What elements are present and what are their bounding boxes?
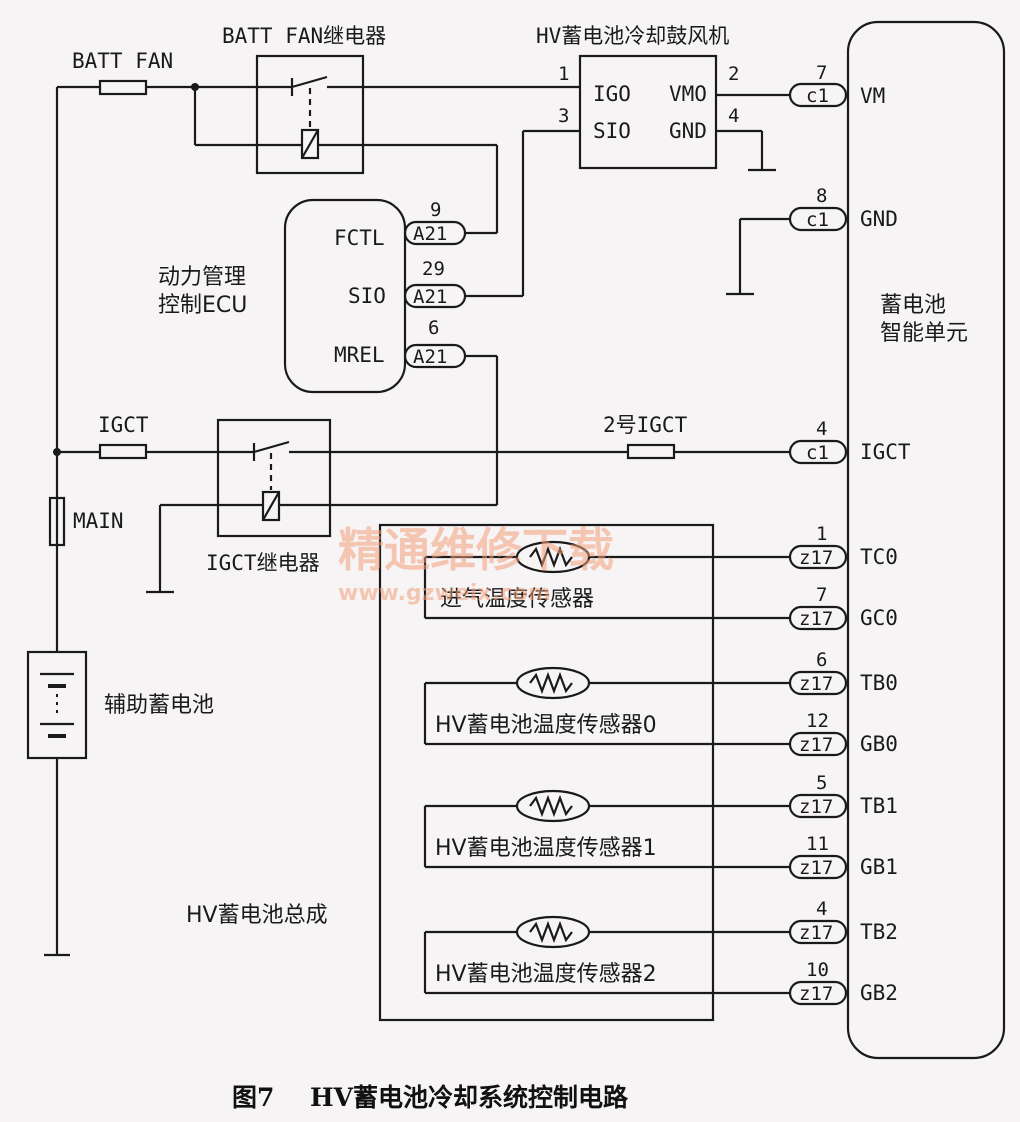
- ecu-sio-label: SIO: [348, 284, 386, 308]
- hv-battery-assembly-label: HV蓄电池总成: [186, 903, 328, 928]
- svg-text:TC0: TC0: [860, 545, 898, 569]
- bsu-terminal-gb2: 10 z17 GB2: [788, 959, 898, 1006]
- blower-pin-sio: 3: [558, 105, 569, 127]
- main-fuse-label: MAIN: [73, 509, 124, 533]
- svg-text:GND: GND: [860, 207, 898, 231]
- svg-text:IGCT: IGCT: [860, 440, 911, 464]
- battery-temp-sensor-0: HV蓄电池温度传感器0: [423, 666, 790, 746]
- batt-fan-fuse-symbol: [98, 79, 148, 96]
- watermark-url: www.gzweix.com: [338, 581, 551, 606]
- ecu-title-2: 控制ECU: [158, 293, 247, 318]
- battery-temp-sensor-1: HV蓄电池温度传感器1: [423, 789, 790, 869]
- sensor-2-label: HV蓄电池温度传感器2: [435, 962, 657, 987]
- svg-text:4: 4: [816, 898, 827, 920]
- bsu-terminal-tb2: 4 z17 TB2: [788, 898, 898, 945]
- ecu-pin-fctl: 9: [430, 199, 441, 221]
- batt-fan-relay-label: BATT FAN继电器: [222, 24, 386, 48]
- svg-text:TB2: TB2: [860, 920, 898, 944]
- svg-text:A21: A21: [413, 346, 447, 368]
- blower-igo-label: IGO: [593, 82, 631, 106]
- svg-text:12: 12: [806, 710, 829, 732]
- bsu-terminal-igct: 4 c1 IGCT: [788, 418, 911, 465]
- blower-vmo-label: VMO: [669, 82, 707, 106]
- svg-text:GB0: GB0: [860, 732, 898, 756]
- ecu-fctl-label: FCTL: [334, 226, 385, 250]
- ecu-pin-sio: 29: [422, 258, 445, 280]
- aux-battery-label: 辅助蓄电池: [104, 693, 214, 718]
- igct2-fuse-label: 2号IGCT: [603, 413, 688, 437]
- battery-temp-sensor-2: HV蓄电池温度传感器2: [423, 915, 790, 995]
- svg-text:TB0: TB0: [860, 671, 898, 695]
- aux-battery-box: [26, 650, 88, 760]
- svg-text:10: 10: [806, 959, 829, 981]
- blower-title: HV蓄电池冷却鼓风机: [536, 24, 729, 48]
- battery-smart-unit-box: [846, 20, 1006, 1060]
- bsu-terminal-tb1: 5 z17 TB1: [788, 772, 898, 819]
- svg-text:1: 1: [816, 523, 827, 545]
- batt-fan-fuse-label: BATT FAN: [72, 49, 173, 73]
- svg-text:z17: z17: [799, 922, 833, 944]
- svg-text:z17: z17: [799, 673, 833, 695]
- bsu-terminal-tb0: 6 z17 TB0: [788, 649, 898, 696]
- svg-text:GB1: GB1: [860, 855, 898, 879]
- ecu-mrel-label: MREL: [334, 343, 385, 367]
- cooling-blower-box: [578, 54, 718, 170]
- svg-text:7: 7: [816, 584, 827, 606]
- igct-relay-box: [216, 418, 332, 538]
- connector-a21-fctl: A21: [403, 220, 467, 246]
- battery-smart-unit-title-2: 智能单元: [880, 321, 968, 346]
- svg-text:c1: c1: [806, 209, 829, 231]
- batt-fan-relay-box: [255, 54, 365, 175]
- svg-text:8: 8: [816, 185, 827, 207]
- blower-pin-igo: 1: [558, 63, 569, 85]
- svg-text:7: 7: [816, 62, 827, 84]
- svg-text:4: 4: [816, 418, 827, 440]
- bsu-terminal-gc0: 7 z17 GC0: [788, 584, 898, 631]
- blower-pin-vmo: 2: [728, 63, 739, 85]
- svg-text:6: 6: [816, 649, 827, 671]
- svg-text:11: 11: [806, 833, 829, 855]
- blower-pin-gnd: 4: [728, 105, 739, 127]
- svg-text:z17: z17: [799, 983, 833, 1005]
- connector-a21-mrel: A21: [403, 343, 467, 369]
- battery-smart-unit-title-1: 蓄电池: [880, 293, 946, 318]
- svg-text:z17: z17: [799, 857, 833, 879]
- blower-gnd-label: GND: [669, 119, 707, 143]
- svg-text:GC0: GC0: [860, 606, 898, 630]
- intake-sensor-label: 进气温度传感器: [440, 587, 594, 612]
- sensor-0-label: HV蓄电池温度传感器0: [435, 713, 657, 738]
- watermark-title: 精通维修下载: [338, 523, 614, 577]
- bsu-terminal-gb1: 11 z17 GB1: [788, 833, 898, 880]
- figure-title: HV蓄电池冷却系统控制电路: [310, 1083, 629, 1112]
- blower-sio-label: SIO: [593, 119, 631, 143]
- bsu-terminal-vm: 7 c1 VM: [788, 62, 885, 108]
- svg-text:z17: z17: [799, 608, 833, 630]
- svg-text:5: 5: [816, 772, 827, 794]
- svg-text:A21: A21: [413, 223, 447, 245]
- igct-relay-label: IGCT继电器: [206, 551, 320, 575]
- svg-text:z17: z17: [799, 547, 833, 569]
- bsu-terminal-gnd: 8 c1 GND: [788, 185, 898, 232]
- bsu-terminal-tc0: 1 z17 TC0: [788, 523, 898, 570]
- ecu-title-1: 动力管理: [158, 265, 246, 290]
- figure-number: 图7: [232, 1083, 274, 1112]
- igct2-fuse-symbol: [626, 443, 676, 460]
- svg-text:c1: c1: [806, 442, 829, 464]
- svg-text:VM: VM: [860, 84, 885, 108]
- igct-fuse-label: IGCT: [98, 413, 149, 437]
- svg-text:A21: A21: [413, 286, 447, 308]
- svg-text:TB1: TB1: [860, 794, 898, 818]
- svg-text:z17: z17: [799, 734, 833, 756]
- hv-battery-assembly-box: [378, 523, 715, 1022]
- connector-a21-sio: A21: [403, 283, 467, 309]
- svg-text:c1: c1: [806, 85, 829, 107]
- ecu-pin-mrel: 6: [428, 317, 439, 339]
- svg-text:z17: z17: [799, 796, 833, 818]
- igct-fuse-symbol: [98, 443, 148, 460]
- intake-temp-sensor: 进气温度传感器: [423, 540, 790, 620]
- svg-text:GB2: GB2: [860, 981, 898, 1005]
- bsu-terminal-gb0: 12 z17 GB0: [788, 710, 898, 757]
- sensor-1-label: HV蓄电池温度传感器1: [435, 836, 657, 861]
